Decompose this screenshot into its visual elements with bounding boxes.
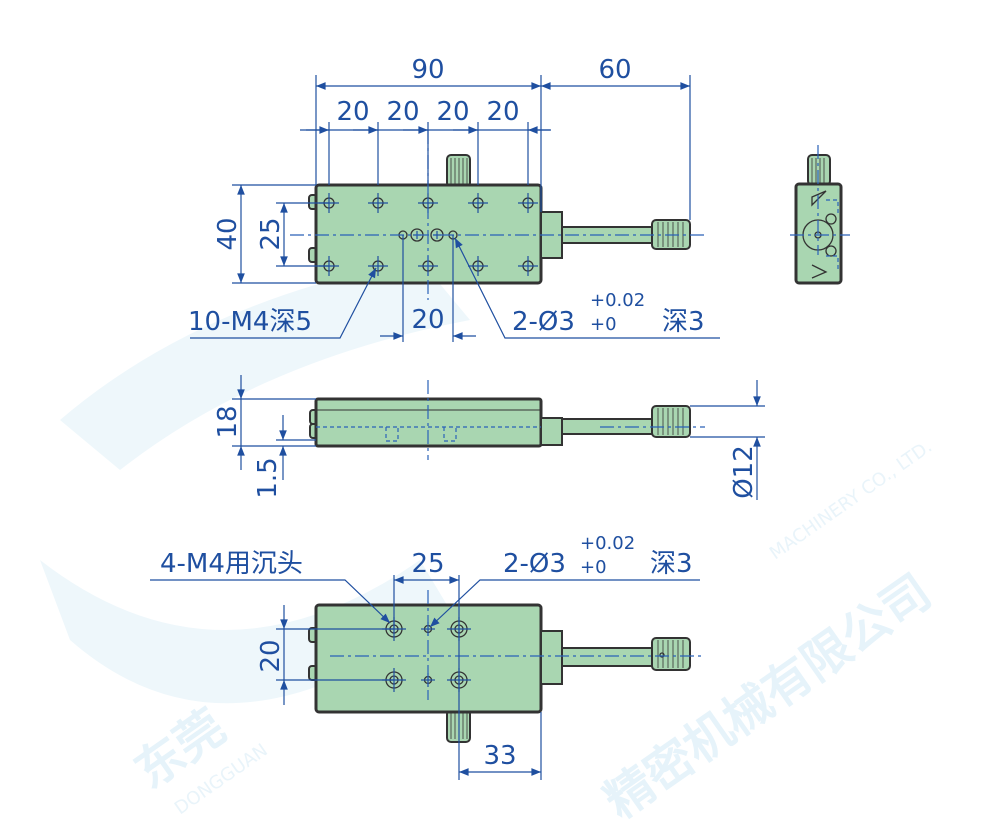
dim-overall-length: 90: [411, 55, 444, 85]
top-view: 90 60 20 20 20 20 40 25 10-M4深5 20 2-Ø3 …: [188, 55, 720, 342]
pin-note-prefix: 2-Ø3: [512, 307, 575, 337]
side-view: 18 1.5 Ø12: [213, 375, 765, 500]
dim-offset: 1.5: [253, 457, 283, 498]
dim-pitch-3: 20: [436, 97, 469, 127]
dim-pitch-2: 20: [386, 97, 419, 127]
dim-hole-span-x: 25: [411, 549, 444, 579]
bottom-pin-note-prefix: 2-Ø3: [503, 549, 566, 579]
pin-note-suffix: 深3: [662, 307, 705, 337]
watermark-en-right: MACHINERY CO., LTD.: [766, 436, 936, 564]
bottom-pin-tol-upper: +0.02: [580, 533, 635, 554]
counterbore-note: 4-M4用沉头: [160, 549, 303, 579]
bottom-view: 25 4-M4用沉头 2-Ø3 +0.02 +0 深3 20 33: [150, 533, 705, 780]
pin-tol-lower: +0: [590, 314, 617, 335]
dim-hole-span-y: 20: [256, 639, 286, 672]
tap-note: 10-M4深5: [188, 307, 312, 337]
dim-shaft-length: 60: [598, 55, 631, 85]
bottom-pin-note-suffix: 深3: [650, 549, 693, 579]
dim-hole-span: 25: [256, 217, 286, 250]
end-view: [790, 145, 850, 285]
dim-pin-spacing: 20: [411, 305, 444, 335]
dim-knob-dia: Ø12: [729, 445, 759, 499]
dim-pitch-4: 20: [486, 97, 519, 127]
dim-knob-offset: 33: [483, 741, 516, 771]
watermark-cn-right: 精密机械有限公司: [595, 564, 942, 830]
dim-width: 40: [213, 217, 243, 250]
top-knob: [446, 154, 471, 188]
pin-tol-upper: +0.02: [590, 290, 645, 311]
dim-pitch-1: 20: [336, 97, 369, 127]
dim-height: 18: [213, 405, 243, 438]
bottom-pin-tol-lower: +0: [580, 557, 607, 578]
